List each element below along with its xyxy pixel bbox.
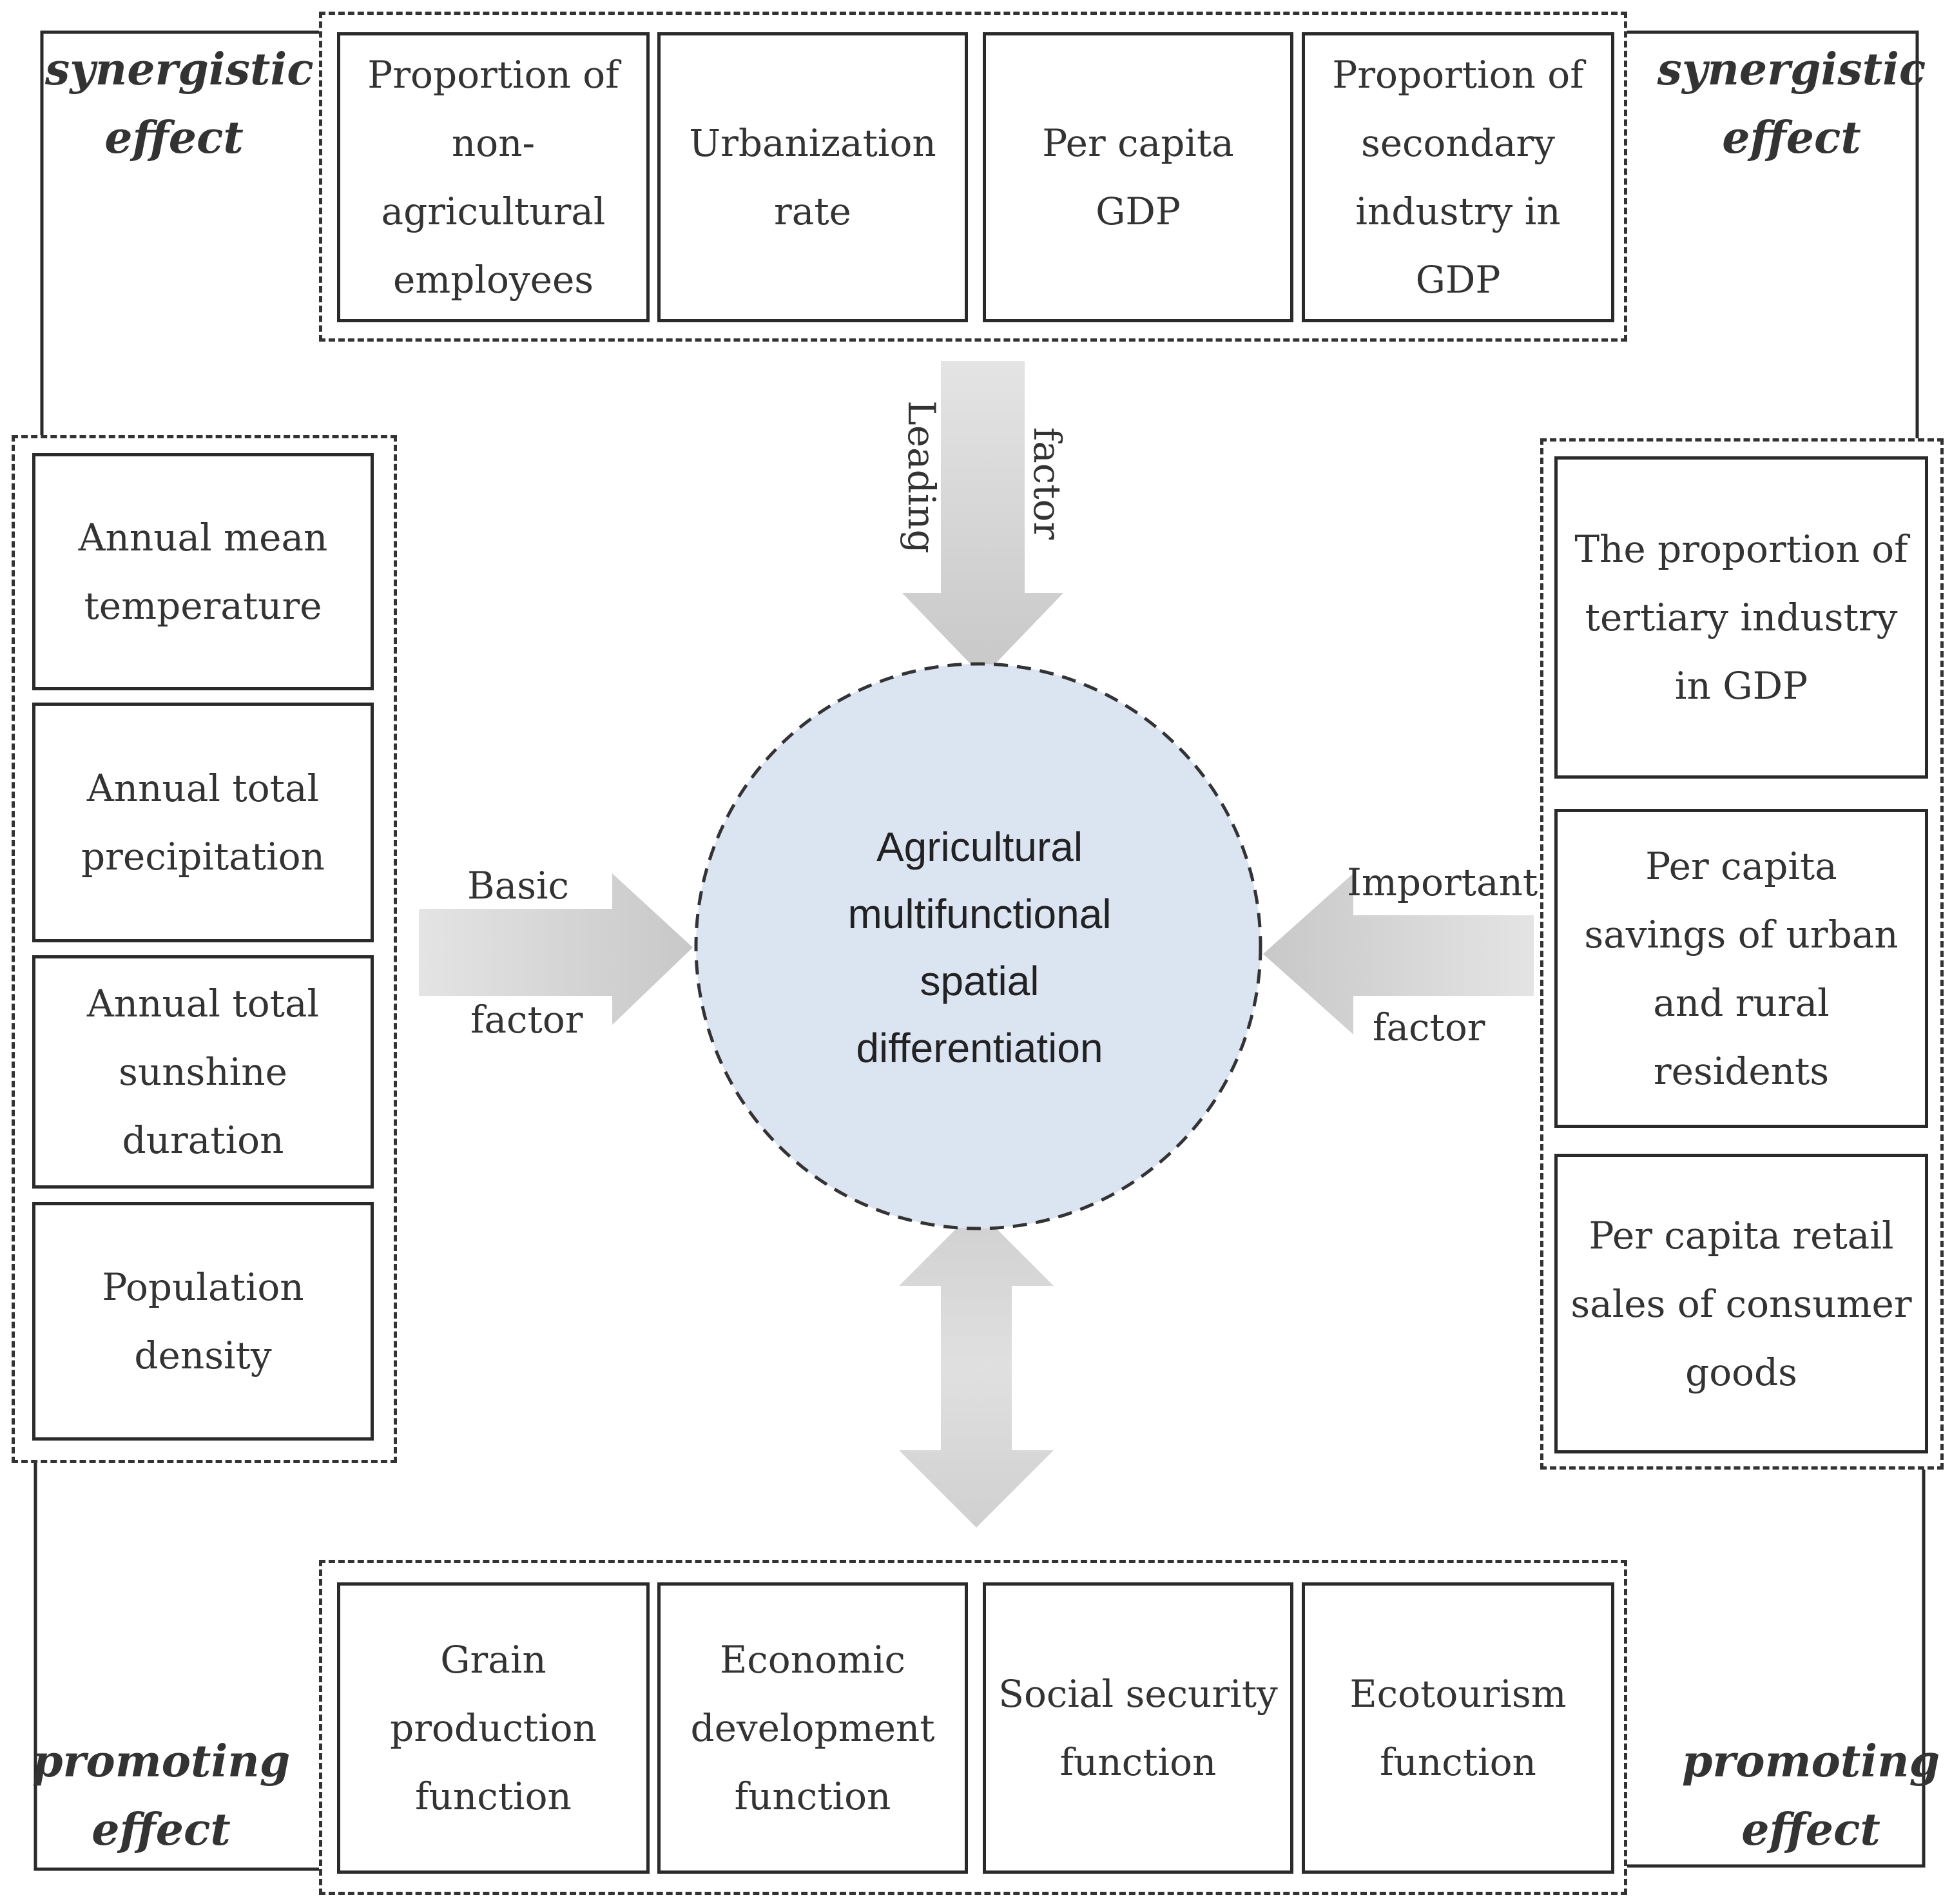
bottom-item-economic-development: Economic development function <box>657 1582 968 1874</box>
connector-bottom-left <box>34 1460 319 1871</box>
left-item-annual-mean-temperature: Annual mean temperature <box>32 453 374 690</box>
leading-arrow-label-word2: factor <box>1025 427 1069 540</box>
left-group <box>12 435 397 1463</box>
effect-label-bottom-right: promoting effect <box>1681 1736 1940 1856</box>
basic-arrow-label-word2: factor <box>470 998 583 1042</box>
right-item-tertiary-industry: The proportion of tertiary industry in G… <box>1554 456 1928 779</box>
top-item-secondary-industry: Proportion of secondary industry in GDP <box>1302 32 1614 322</box>
top-item-non-agricultural-employees: Proportion of non-agricultural employees <box>337 32 650 322</box>
left-item-population-density: Population density <box>32 1202 374 1441</box>
connector-bottom-right <box>1627 1470 1926 1868</box>
top-item-urbanization-rate: Urbanization rate <box>657 32 968 322</box>
effect-label-top-right: synergistic effect <box>1657 44 1926 164</box>
right-item-per-capita-retail-sales: Per capita retail sales of consumer good… <box>1554 1154 1928 1453</box>
center-label: Agricultural multifunctional spatial dif… <box>847 824 1112 1071</box>
center-circle <box>694 662 1262 1230</box>
effect-label-bottom-left: promoting effect <box>32 1736 291 1856</box>
basic-arrow-label-word1: Basic <box>467 864 569 908</box>
important-arrow-label-word1: Important <box>1347 860 1538 904</box>
top-item-per-capita-gdp: Per capita GDP <box>983 32 1293 322</box>
basic-factor-arrow <box>419 873 693 1025</box>
bottom-item-social-security: Social security function <box>983 1582 1293 1874</box>
top-group <box>319 12 1627 342</box>
connector-top-right <box>1627 30 1919 438</box>
left-item-annual-total-sunshine-duration: Annual total sunshine duration <box>32 955 374 1189</box>
leading-factor-arrow <box>902 361 1063 677</box>
right-item-per-capita-savings: Per capita savings of urban and rural re… <box>1554 809 1928 1128</box>
bottom-item-ecotourism: Ecotourism function <box>1302 1582 1614 1874</box>
important-arrow-label-word2: factor <box>1373 1005 1485 1049</box>
connector-top-left <box>40 30 319 435</box>
left-item-annual-total-precipitation: Annual total precipitation <box>32 703 374 942</box>
double-arrow <box>899 1209 1054 1528</box>
bottom-group <box>319 1560 1627 1895</box>
bottom-item-grain-production: Grain production function <box>337 1582 650 1874</box>
effect-label-top-left: synergistic effect <box>45 44 314 164</box>
right-group <box>1540 438 1944 1470</box>
leading-arrow-label-word1: Leading <box>900 400 943 554</box>
important-factor-arrow <box>1263 873 1534 1035</box>
